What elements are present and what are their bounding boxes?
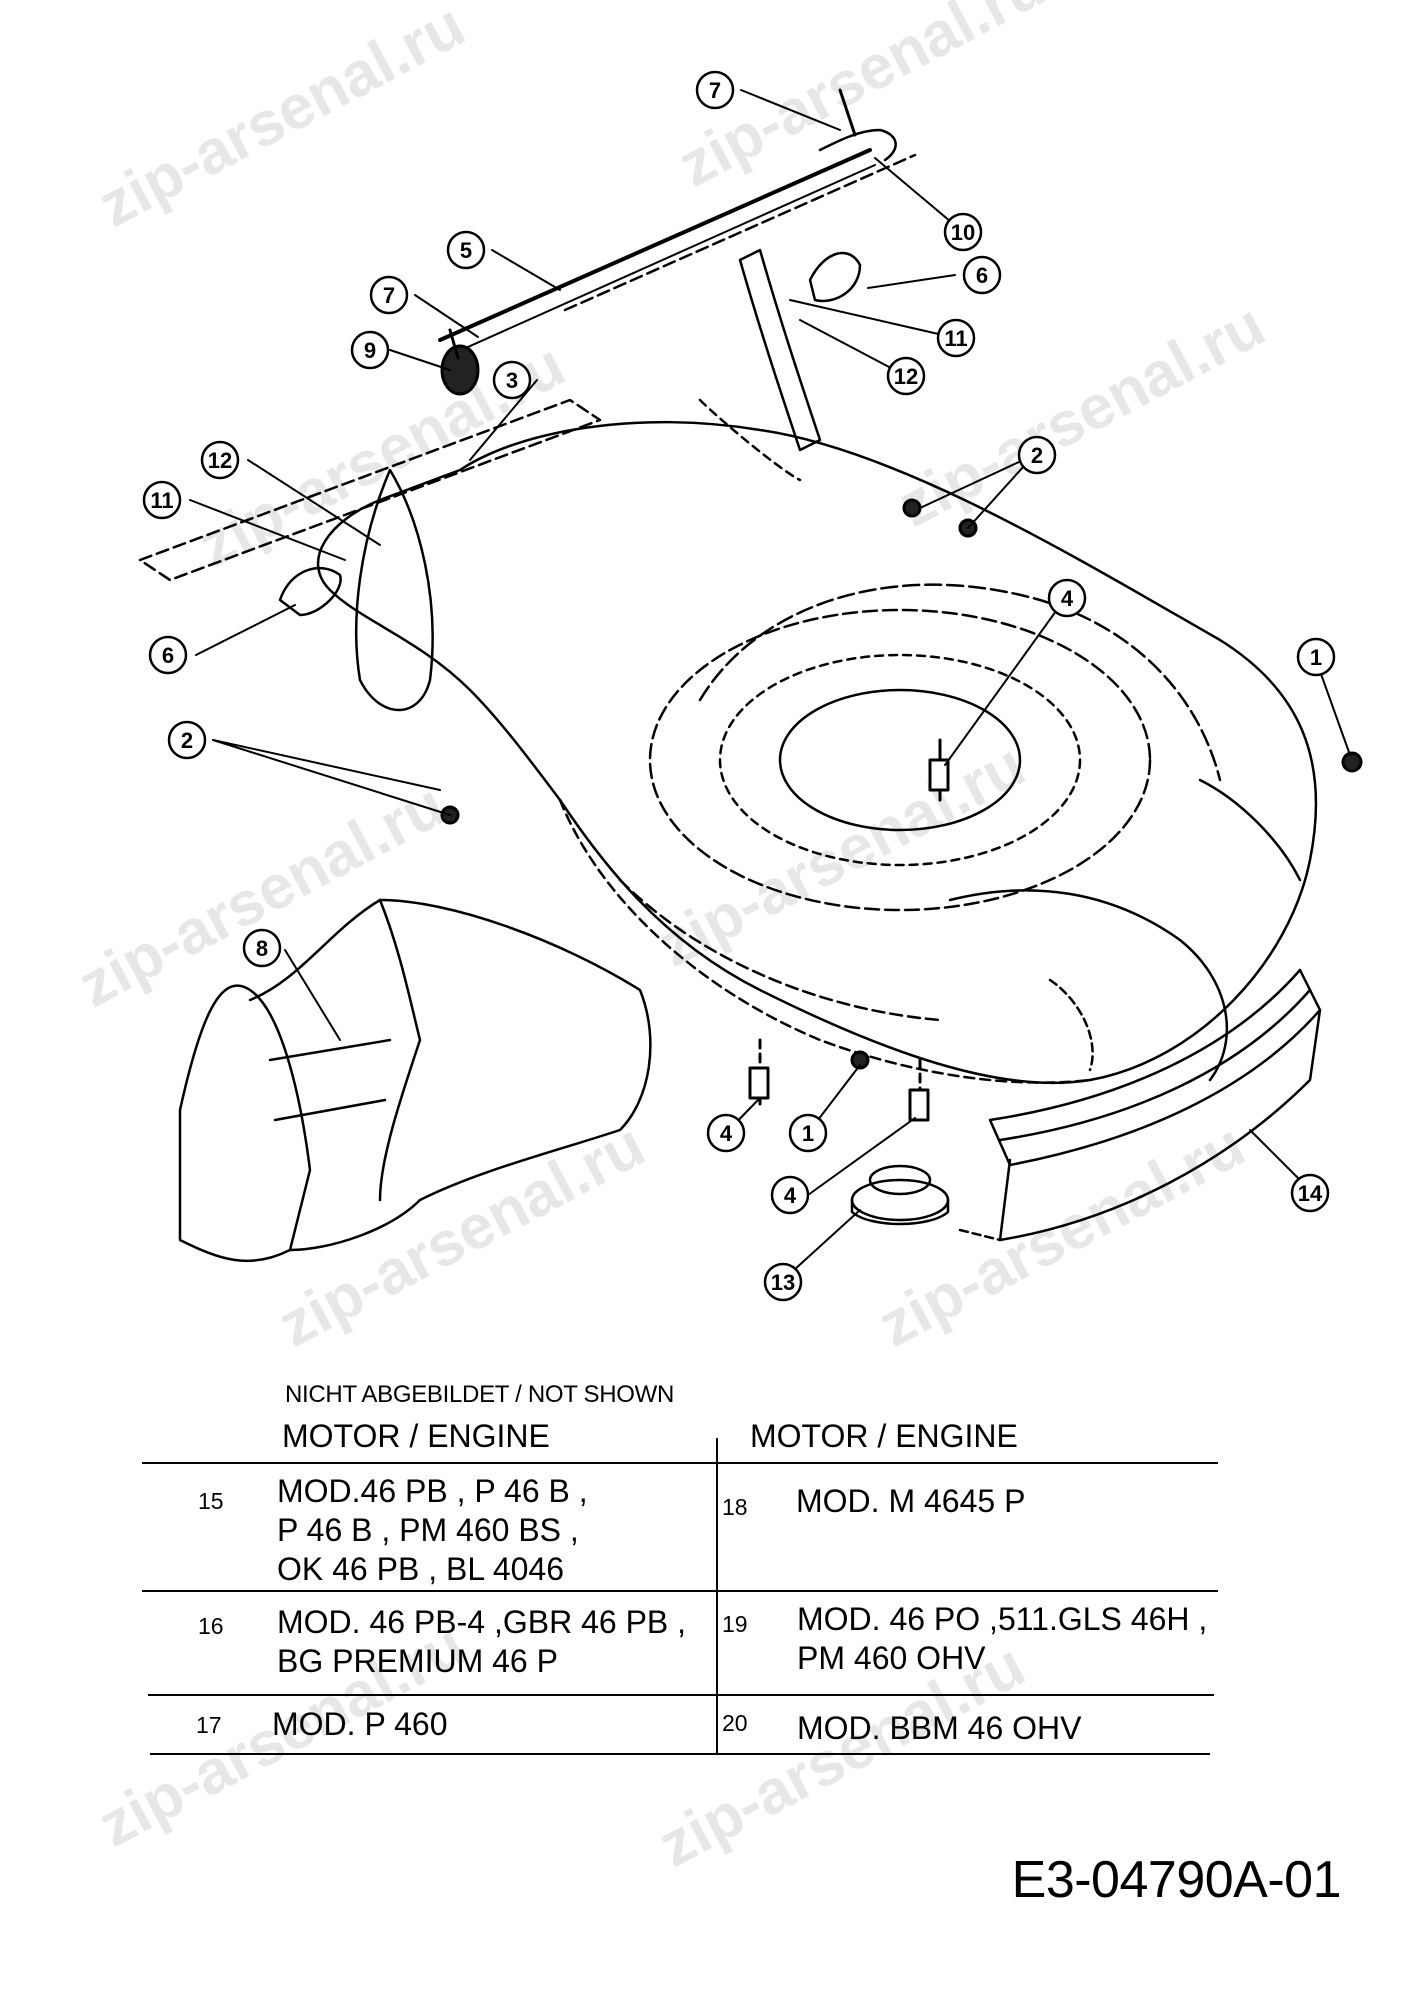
- rear-axle-and-brackets: [138, 88, 917, 712]
- table-divider: [142, 1590, 1218, 1592]
- callout-label: 1: [1310, 645, 1322, 670]
- callout-label: 6: [162, 643, 174, 668]
- callout-marker: 6: [962, 255, 1002, 295]
- engine-model-cell: MOD. M 4645 P: [796, 1482, 1025, 1521]
- callout-label: 4: [784, 1183, 797, 1208]
- engine-model-cell: MOD. BBM 46 OHV: [797, 1709, 1082, 1748]
- callout-marker: 4: [1047, 578, 1087, 618]
- bolts: [440, 498, 1363, 1122]
- leader-lines: [189, 89, 1351, 1281]
- engine-model-cell: MOD. 46 PB-4 ,GBR 46 PB , BG PREMIUM 46 …: [277, 1603, 686, 1681]
- callout-marker: 7: [369, 275, 409, 315]
- callout-marker: 5: [446, 230, 486, 270]
- engine-model-line: MOD.46 PB , P 46 B ,: [277, 1473, 588, 1509]
- mower-deck: [316, 420, 1318, 1085]
- callout-label: 8: [256, 936, 268, 961]
- callout-marker: 3: [492, 360, 532, 400]
- row-number: 17: [196, 1712, 222, 1738]
- engine-model-line: P 46 B , PM 460 BS ,: [277, 1512, 579, 1548]
- table-divider: [150, 1753, 1210, 1755]
- callout-label: 7: [709, 78, 721, 103]
- callout-label: 12: [894, 364, 918, 389]
- callout-marker: 4: [770, 1175, 810, 1215]
- callout-marker: 10: [943, 212, 983, 252]
- callout-label: 9: [364, 338, 376, 363]
- callout-label: 13: [771, 1270, 795, 1295]
- rear-chute: [178, 898, 652, 1263]
- engine-model-cell: MOD. P 460: [272, 1705, 447, 1744]
- engine-model-line: MOD. M 4645 P: [796, 1483, 1026, 1519]
- hub-part: [850, 1164, 950, 1226]
- callout-marker: 11: [142, 480, 182, 520]
- callout-label: 5: [460, 238, 472, 263]
- engine-model-line: MOD. 46 PB-4 ,GBR 46 PB ,: [277, 1604, 687, 1640]
- callout-marker: 13: [763, 1262, 803, 1302]
- rear-flap: [958, 968, 1322, 1242]
- engine-model-line: OK 46 PB , BL 4046: [277, 1551, 564, 1587]
- callout-marker: 12: [200, 440, 240, 480]
- exploded-parts-diagram: 7 10 5 6 7 11 9 3 12 2 12 11 4 6 1 2 8 4…: [138, 70, 1363, 1302]
- callout-label: 2: [1031, 443, 1043, 468]
- callout-label: 10: [951, 220, 975, 245]
- drawing-code: E3-04790A-01: [1011, 1851, 1342, 1909]
- callout-group: 7 10 5 6 7 11 9 3 12 2 12 11 4 6 1 2 8 4…: [142, 70, 1336, 1302]
- callout-marker: 14: [1290, 1173, 1330, 1213]
- callout-marker: 2: [167, 720, 207, 760]
- engine-model-cell: MOD.46 PB , P 46 B , P 46 B , PM 460 BS …: [277, 1472, 588, 1589]
- row-number: 18: [722, 1494, 748, 1520]
- table-divider: [148, 1694, 1214, 1696]
- callout-label: 12: [208, 448, 232, 473]
- not-shown-label: NICHT ABGEBILDET / NOT SHOWN: [285, 1381, 675, 1408]
- table-column-divider: [716, 1438, 718, 1754]
- table-header-right: MOTOR / ENGINE: [750, 1418, 1018, 1454]
- engine-model-line: MOD. BBM 46 OHV: [797, 1710, 1082, 1746]
- row-number: 16: [198, 1613, 224, 1639]
- callout-marker: 9: [350, 330, 390, 370]
- callout-marker: 8: [242, 928, 282, 968]
- callout-label: 11: [944, 326, 967, 351]
- callout-label: 4: [1061, 586, 1074, 611]
- engine-model-line: PM 460 OHV: [797, 1640, 986, 1676]
- callout-marker: 1: [788, 1113, 828, 1153]
- callout-marker: 1: [1296, 637, 1336, 677]
- callout-label: 3: [506, 368, 518, 393]
- callout-label: 6: [976, 263, 988, 288]
- table-divider: [142, 1462, 1218, 1464]
- engine-model-line: MOD. 46 PO ,511.GLS 46H ,: [797, 1601, 1208, 1637]
- callout-marker: 2: [1017, 435, 1057, 475]
- callout-label: 1: [802, 1121, 814, 1146]
- callout-marker: 6: [148, 635, 188, 675]
- row-number: 20: [722, 1710, 748, 1736]
- callout-marker: 11: [936, 318, 976, 358]
- row-number: 15: [198, 1488, 224, 1514]
- row-number: 19: [722, 1611, 748, 1637]
- table-header-left: MOTOR / ENGINE: [282, 1418, 550, 1454]
- callout-marker: 12: [886, 356, 926, 396]
- callout-label: 14: [1298, 1181, 1323, 1206]
- engine-model-cell: MOD. 46 PO ,511.GLS 46H , PM 460 OHV: [797, 1600, 1207, 1678]
- callout-marker: 7: [695, 70, 735, 110]
- engine-model-line: MOD. P 460: [272, 1706, 448, 1742]
- callout-label: 11: [150, 488, 173, 513]
- callout-label: 7: [383, 283, 395, 308]
- callout-label: 2: [181, 728, 193, 753]
- callout-label: 4: [720, 1121, 733, 1146]
- callout-marker: 4: [706, 1113, 746, 1153]
- engine-model-line: BG PREMIUM 46 P: [277, 1643, 558, 1679]
